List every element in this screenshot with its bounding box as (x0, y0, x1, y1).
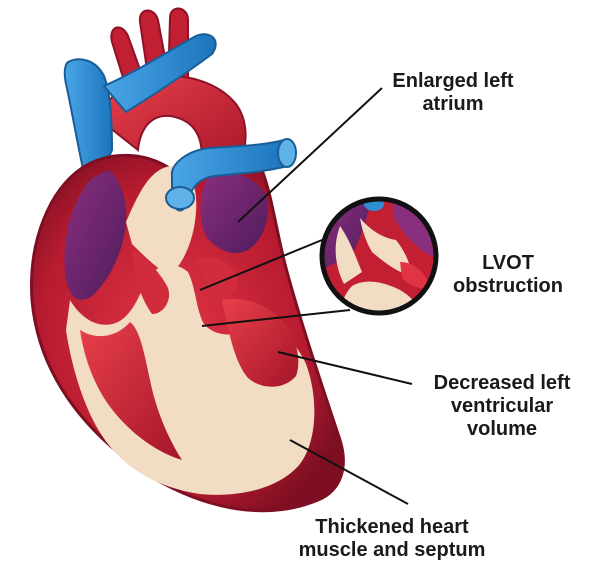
label-decreased-line3: volume (418, 418, 586, 441)
label-thickened-line1: Thickened heart (282, 516, 502, 539)
label-decreased-line1: Decreased left (418, 372, 586, 395)
label-enlarged-line1: Enlarged left (378, 70, 528, 93)
label-lvot-line2: obstruction (440, 275, 576, 298)
lvot-magnifier (320, 197, 440, 320)
label-enlarged-line2: atrium (378, 93, 528, 116)
label-decreased-line2: ventricular (418, 395, 586, 418)
label-enlarged-left-atrium: Enlarged left atrium (378, 70, 528, 116)
label-lvot-obstruction: LVOT obstruction (440, 252, 576, 298)
label-thickened-line2: muscle and septum (282, 539, 502, 562)
label-thickened-heart-muscle: Thickened heart muscle and septum (282, 516, 502, 562)
label-lvot-line1: LVOT (440, 252, 576, 275)
label-decreased-left-ventricular-volume: Decreased left ventricular volume (418, 372, 586, 441)
